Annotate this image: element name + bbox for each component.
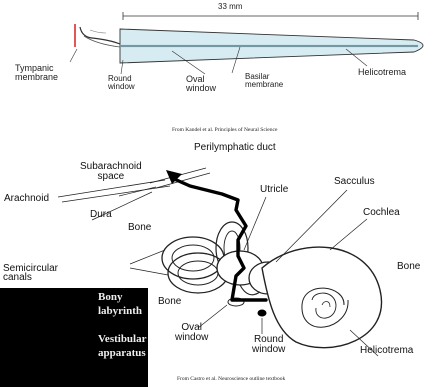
label-round-window: Round window bbox=[252, 335, 285, 355]
overlay-line: Vestibular bbox=[98, 334, 147, 345]
uncoiled-cochlea bbox=[70, 12, 423, 74]
overlay-line: Bony bbox=[98, 292, 122, 303]
label-subarachnoid-space: Subarachnoid space bbox=[80, 162, 142, 182]
overlay-line: apparatus bbox=[98, 348, 146, 359]
label-tympanic-membrane: Tympanic membrane bbox=[15, 64, 58, 82]
label-oval-window: Oval window bbox=[175, 323, 208, 343]
label-utricle: Utricle bbox=[260, 185, 288, 195]
length-label: 33 mm bbox=[218, 3, 242, 11]
label-helicotrema-top: Helicotrema bbox=[358, 68, 406, 77]
label-arachnoid: Arachnoid bbox=[4, 194, 49, 204]
caption-castro: From Castro et al. Neuroscience outline … bbox=[177, 377, 285, 383]
label-round-window-top: Round window bbox=[108, 75, 135, 91]
label-bone-right: Bone bbox=[397, 262, 420, 272]
label-bone-bottom: Bone bbox=[158, 297, 181, 307]
overlay-line: labyrinth bbox=[98, 306, 142, 317]
label-dura: Dura bbox=[90, 210, 112, 220]
label-semicircular-canals: Semicircular canals bbox=[3, 264, 58, 282]
label-basilar-membrane: Basilar membrane bbox=[245, 73, 283, 89]
label-bone-top: Bone bbox=[128, 223, 151, 233]
label-helicotrema: Helicotrema bbox=[360, 346, 413, 356]
label-sacculus: Sacculus bbox=[334, 177, 375, 187]
label-oval-window-top: Oval window bbox=[186, 75, 216, 93]
caption-kandel: From Kandel et al. Principles of Neural … bbox=[172, 128, 277, 134]
overlay-text-box: Bony labyrinth Vestibular apparatus bbox=[0, 288, 148, 387]
label-perilymphatic-duct: Perilymphatic duct bbox=[194, 143, 276, 153]
label-cochlea: Cochlea bbox=[363, 208, 400, 218]
